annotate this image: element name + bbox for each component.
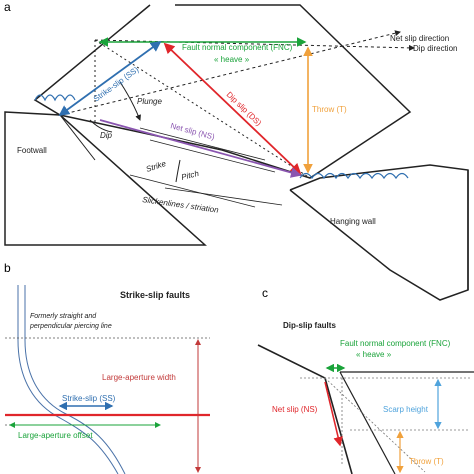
panel-c-net-slip-arrow: [324, 381, 343, 447]
panel-c-heave-label: « heave »: [356, 350, 392, 359]
panel-c-net-slip-label: Net slip (NS): [272, 405, 318, 414]
panel-c-title: Dip-slip faults: [283, 321, 336, 330]
panel-c: c Dip-slip faults Fault normal component…: [257, 286, 474, 474]
panel-c-fnc-label: Fault normal component (FNC): [340, 339, 451, 348]
strike-slip-arrow: [58, 40, 162, 117]
panel-b-note-line2: perpendicular piercing line: [29, 323, 112, 330]
aperture-offset-label: Large-aperture offset: [18, 431, 93, 440]
net-slip-arrow: [99, 119, 302, 178]
aperture-width-label: Large-aperture width: [102, 373, 176, 382]
dip-direction-line: [94, 39, 415, 51]
panel-b-strike-slip-label: Strike-slip (SS): [62, 394, 116, 403]
hanging-wall-label: Hanging wall: [330, 217, 376, 226]
dip-direction-label: Dip direction: [413, 44, 457, 53]
panel-a: a Net slip dire: [4, 0, 469, 301]
dip-label: Dip: [100, 131, 113, 140]
strike-slip-label: Strike-slip (SS): [92, 65, 141, 104]
net-slip-label: Net slip (NS): [169, 121, 215, 142]
dip-slip-label: Dip slip (DS): [225, 90, 264, 128]
pitch-label: Pitch: [180, 169, 200, 182]
panel-b-title: Strike-slip faults: [120, 290, 190, 300]
footwall-label: Footwall: [17, 146, 47, 155]
dip-slip-arrow: [163, 42, 302, 175]
panel-b: b Strike-slip faults Formerly straight a…: [4, 261, 210, 474]
panel-b-note-line1: Formerly straight and: [30, 313, 97, 320]
dip-arc: [89, 119, 113, 133]
piercing-line: [17, 285, 119, 474]
heave-label: « heave »: [214, 55, 250, 64]
strike-label: Strike: [145, 159, 168, 174]
footwall-front: [4, 111, 207, 246]
slickenlines-label: Slickenlines / striation: [142, 195, 220, 215]
fnc-label: Fault normal component (FNC): [182, 43, 293, 52]
throw-label: Throw (T): [312, 105, 347, 114]
hanging-wall-block: [289, 164, 469, 301]
plunge-arc: [119, 81, 141, 121]
pitch-arc: [175, 159, 181, 183]
panel-c-throw-label: Throw (T): [409, 457, 444, 466]
slickenlines: [129, 127, 283, 208]
net-slip-direction-label: Net slip direction: [390, 34, 449, 43]
fault-trace-wavy-2: [299, 172, 409, 180]
panel-b-label: b: [4, 261, 11, 275]
fault-trace-wavy: [34, 94, 76, 102]
plunge-label: Plunge: [137, 97, 162, 106]
panel-a-label: a: [4, 0, 11, 14]
panel-c-label: c: [262, 286, 268, 300]
scarp-height-label: Scarp height: [383, 405, 429, 414]
